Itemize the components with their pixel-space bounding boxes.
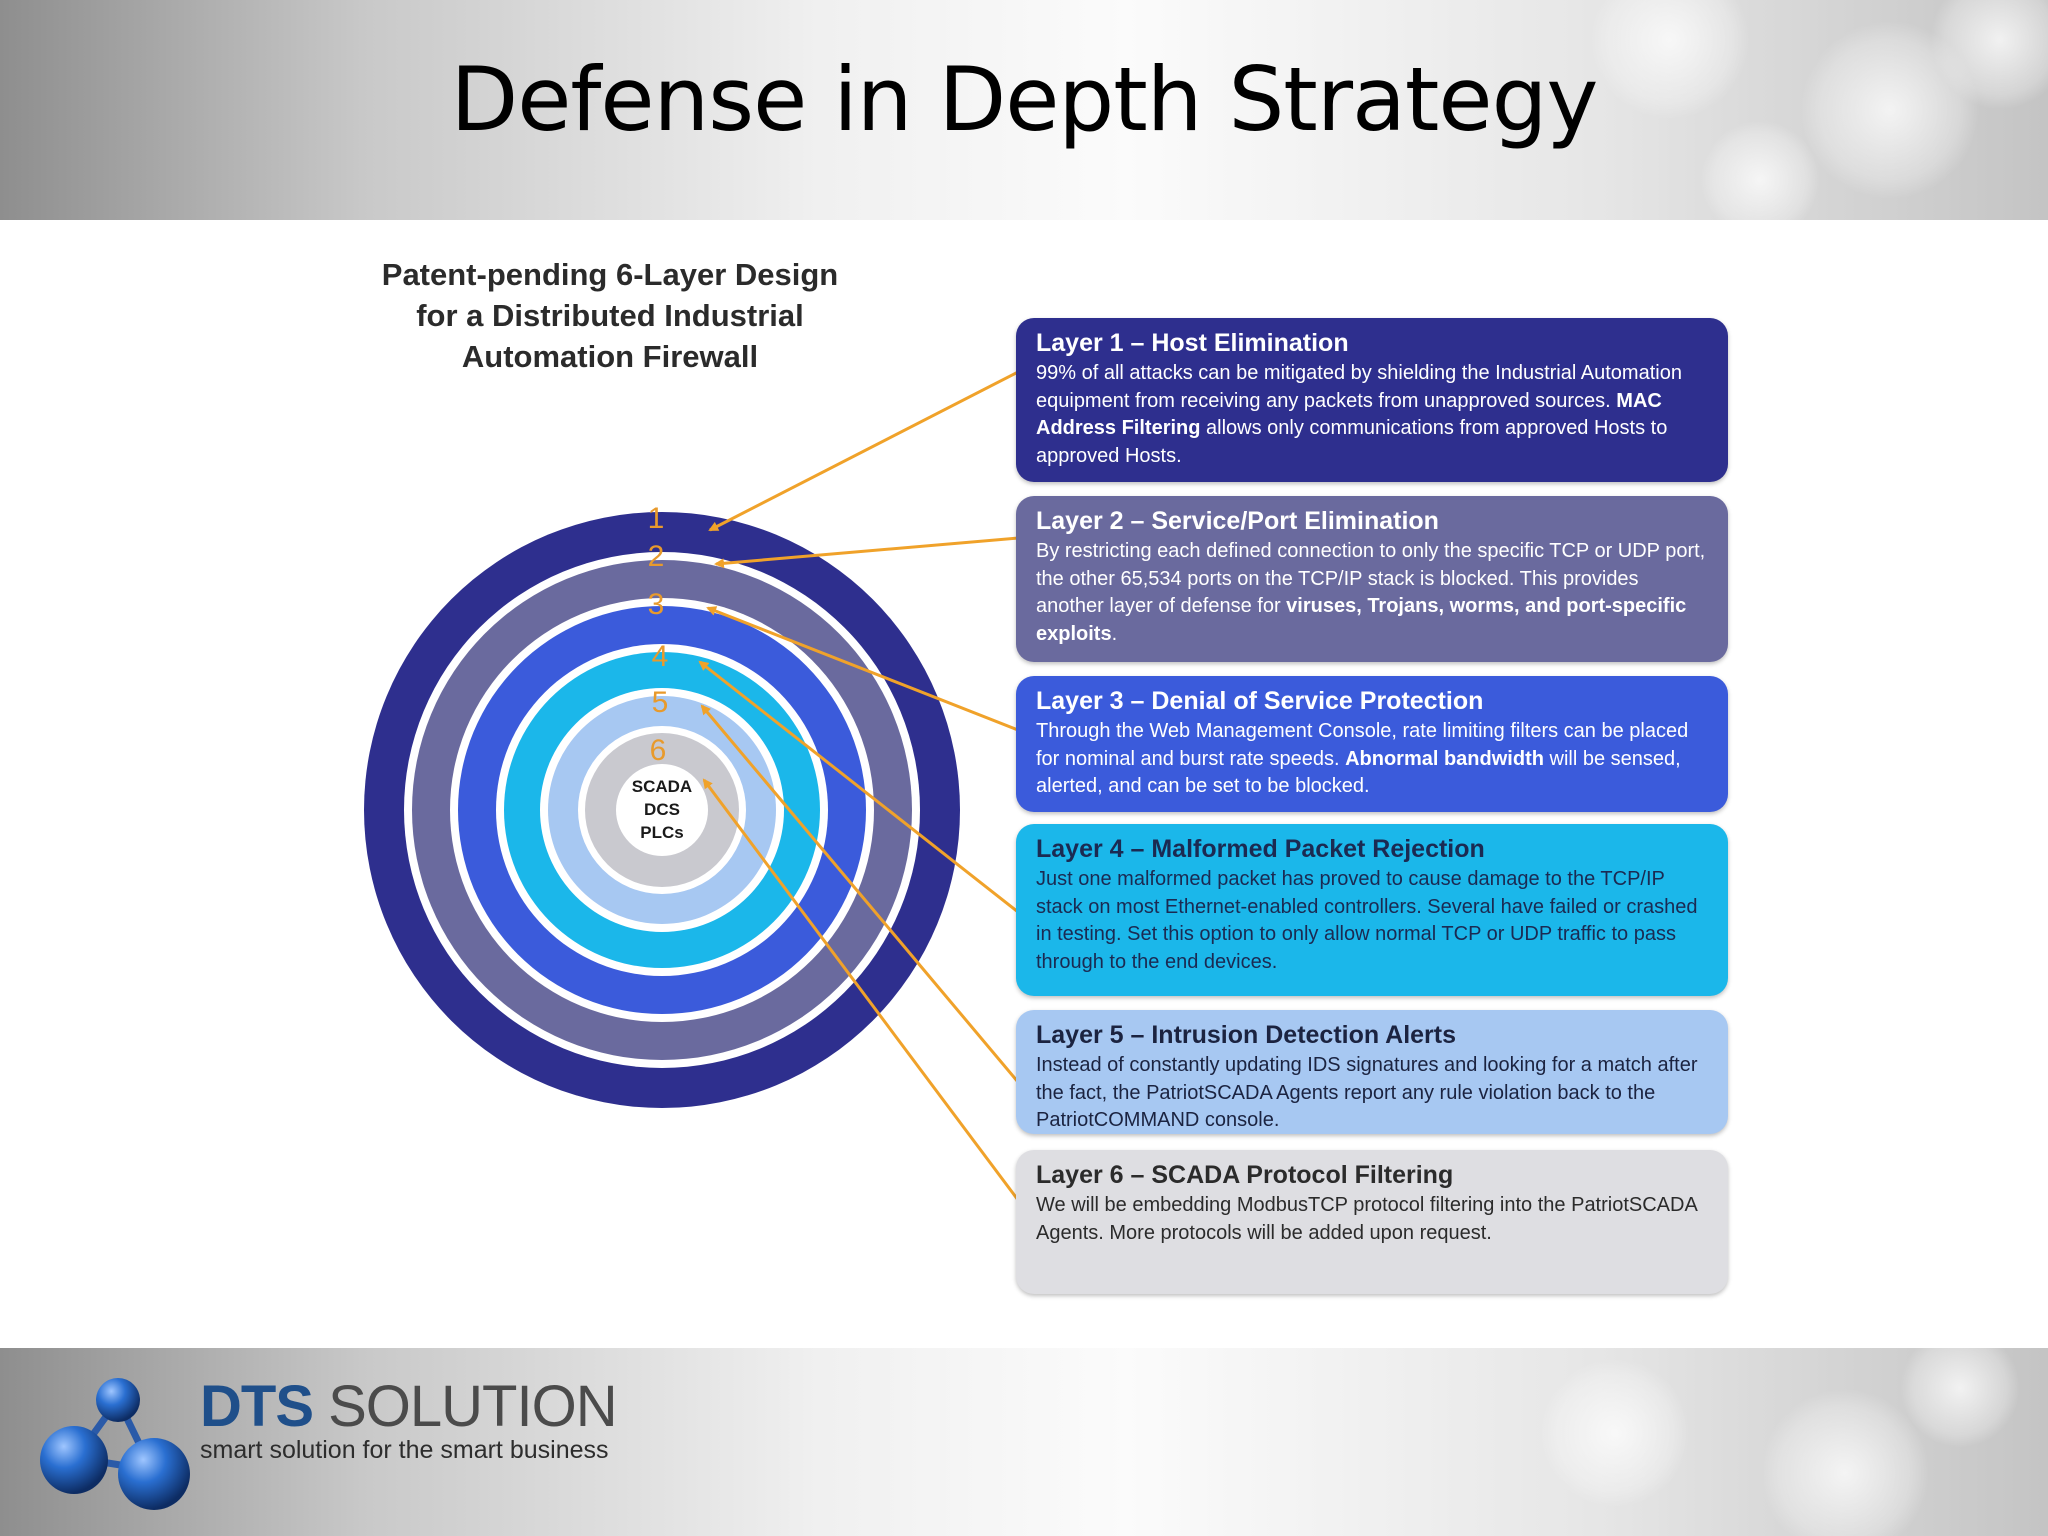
design-title-line: Patent-pending 6-Layer Design: [381, 257, 839, 292]
layer-description: We will be embedding ModbusTCP protocol …: [1036, 1192, 1710, 1247]
arrow-layer-5: [700, 704, 1020, 1083]
layer-description: Through the Web Management Console, rate…: [1036, 718, 1710, 801]
arrow-group: [698, 370, 1020, 1201]
layer-title: Layer 5 – Intrusion Detection Alerts: [1036, 1021, 1457, 1049]
slide-title: Defense in Depth Strategy: [450, 48, 1598, 151]
layer-description-text: Instead of constantly updating IDS signa…: [1036, 1054, 1698, 1131]
molecule-icon: [40, 1378, 190, 1510]
layer-box-5: Layer 5 – Intrusion Detection Alerts Ins…: [1016, 1010, 1728, 1134]
layer-box-4: Layer 4 – Malformed Packet Rejection Jus…: [1016, 824, 1728, 996]
layer-description-bold: viruses, Trojans, worms, and port-specif…: [1036, 595, 1687, 645]
layer-title: Layer 6 – SCADA Protocol Filtering: [1036, 1161, 1454, 1189]
ring-number-4: 4: [652, 640, 669, 673]
arrow-layer-4: [698, 660, 1019, 914]
ring-number-group: 1 2 3 4 5 6: [648, 502, 669, 767]
layer-description-text: Just one malformed packet has proved to …: [1036, 868, 1698, 973]
footer-band: [0, 1348, 2048, 1536]
arrow-layer-1: [708, 370, 1019, 532]
brand-logo: DTS SOLUTION smart solution for the smar…: [200, 1374, 618, 1465]
arrow-layer-2: [714, 536, 1019, 569]
layer-description-text: By restricting each defined connection t…: [1036, 540, 1706, 617]
bokeh-decoration: [1760, 1388, 1930, 1536]
layer-box-6: Layer 6 – SCADA Protocol Filtering We wi…: [1016, 1150, 1728, 1294]
core-label-plcs: PLCs: [640, 823, 683, 842]
layer-description: Just one malformed packet has proved to …: [1036, 866, 1710, 976]
layer-title: Layer 4 – Malformed Packet Rejection: [1036, 835, 1485, 863]
ring-number-2: 2: [648, 540, 665, 573]
core-label-dcs: DCS: [644, 800, 680, 819]
ring-number-6: 6: [650, 734, 667, 767]
ring-number-3: 3: [648, 588, 665, 621]
bokeh-decoration: [1900, 1348, 2020, 1448]
brand-tagline: smart solution for the smart business: [200, 1436, 609, 1464]
layer-description-text: Through the Web Management Console, rate…: [1036, 720, 1689, 770]
core-label-scada: SCADA: [632, 777, 692, 796]
layer-description: Instead of constantly updating IDS signa…: [1036, 1052, 1710, 1135]
brand-name-bold: DTS: [200, 1374, 314, 1439]
brand-name-rest: SOLUTION: [313, 1374, 617, 1439]
layer-title: Layer 3 – Denial of Service Protection: [1036, 687, 1484, 715]
layer-box-2: Layer 2 – Service/Port Elimination By re…: [1016, 496, 1728, 662]
arrow-layer-6: [702, 778, 1020, 1201]
design-title-line: for a Distributed Industrial: [416, 298, 804, 333]
ring-group: [364, 512, 960, 1108]
layer-box-3: Layer 3 – Denial of Service Protection T…: [1016, 676, 1728, 812]
layer-description-text: will be sensed, alerted, and can be set …: [1036, 747, 1681, 798]
core-label: SCADA DCS PLCs: [632, 777, 692, 842]
layer-description-bold: Abnormal bandwidth: [1345, 747, 1544, 770]
design-title-line: Automation Firewall: [461, 339, 759, 374]
bokeh-decoration: [1700, 120, 1820, 220]
layer-description-bold: MAC Address Filtering: [1036, 389, 1662, 440]
layer-title: Layer 1 – Host Elimination: [1036, 329, 1349, 357]
layer-description-text: 99% of all attacks can be mitigated by s…: [1036, 362, 1682, 412]
layer-box-1: Layer 1 – Host Elimination 99% of all at…: [1016, 318, 1728, 482]
brand-name: DTS SOLUTION: [200, 1374, 618, 1439]
layer-description: 99% of all attacks can be mitigated by s…: [1036, 360, 1710, 470]
header-band: [0, 0, 2048, 220]
arrow-layer-3: [706, 606, 1019, 732]
layer-description-text: We will be embedding ModbusTCP protocol …: [1036, 1194, 1697, 1244]
layer-description: By restricting each defined connection t…: [1036, 538, 1710, 648]
layer-description-text: allows only communications from approved…: [1036, 417, 1668, 467]
bokeh-decoration: [1540, 1358, 1690, 1508]
layer-title: Layer 2 – Service/Port Elimination: [1036, 507, 1439, 535]
ring-number-5: 5: [652, 686, 669, 719]
layer-description-text: .: [1111, 622, 1118, 645]
design-title: Patent-pending 6-Layer Design for a Dist…: [330, 254, 890, 377]
ring-core: [616, 764, 708, 856]
ring-number-1: 1: [648, 502, 665, 535]
